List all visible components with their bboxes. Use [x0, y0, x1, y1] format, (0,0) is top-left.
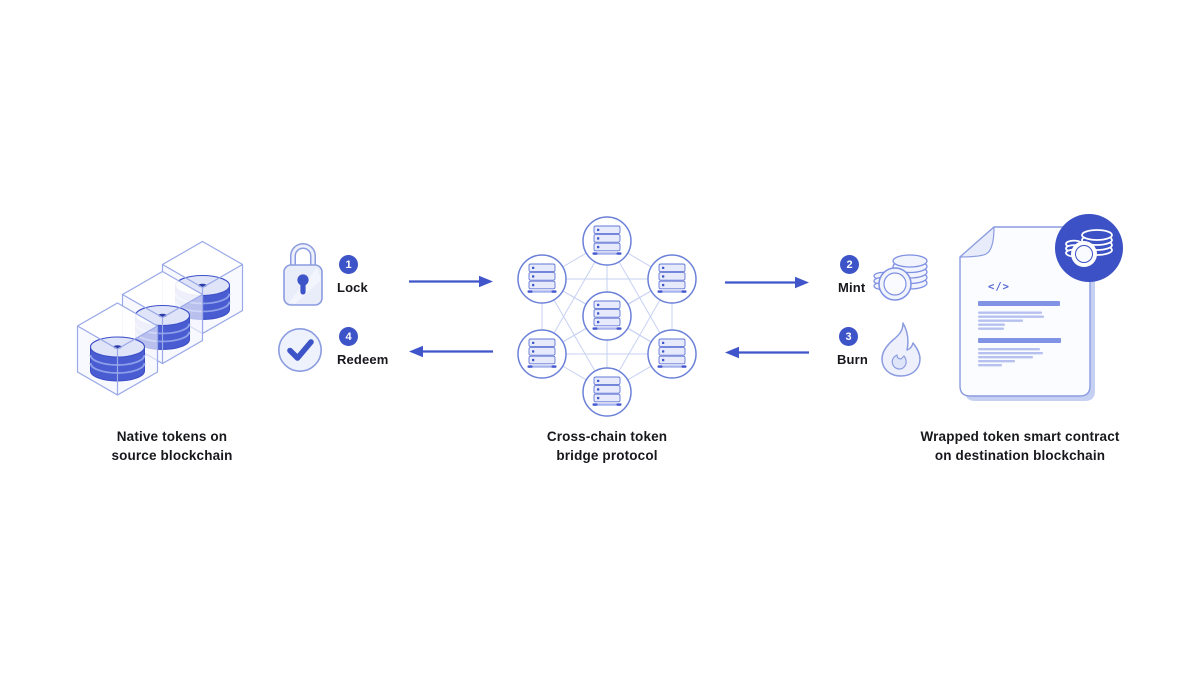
step-number-4: 4: [345, 330, 352, 343]
step-label-redeem: Redeem: [337, 352, 389, 367]
server-node-top: [582, 216, 632, 266]
step-label-mint: Mint: [838, 280, 866, 295]
caption-bridge-line1: Cross-chain token: [546, 429, 668, 444]
step-number-1: 1: [345, 258, 352, 271]
document-text-lines: [978, 301, 1061, 367]
arrow-burn-left-icon: [725, 346, 809, 359]
document-fold-corner: [959, 226, 995, 258]
step-label-lock: Lock: [337, 280, 368, 295]
step-redeem: 4 Redeem: [337, 327, 388, 367]
step-badge-4: 4: [339, 327, 358, 346]
step-badge-1: 1: [339, 255, 358, 274]
caption-bridge-line2: bridge protocol: [556, 447, 658, 463]
padlock-icon: [283, 243, 323, 306]
server-node-center: [582, 291, 632, 341]
step-label-burn: Burn: [837, 352, 868, 367]
caption-destination-line2: on destination blockchain: [934, 447, 1106, 463]
bridge-mesh-network-icon: [517, 216, 697, 417]
caption-source-line2: source blockchain: [111, 447, 233, 463]
step-mint: 2 Mint: [838, 255, 865, 295]
caption-destination-line1: Wrapped token smart contract: [920, 429, 1120, 444]
code-tag-glyph: </>: [988, 281, 1010, 293]
server-node-bottom-left: [517, 329, 567, 379]
checkmark-circle-icon: [277, 327, 323, 373]
step-badge-2: 2: [840, 255, 859, 274]
caption-destination: Wrapped token smart contract on destinat…: [895, 428, 1145, 465]
smart-contract-document-icon: [959, 214, 1123, 401]
server-node-bottom-right: [647, 329, 697, 379]
wrapped-token-coin-badge-icon: [1055, 214, 1123, 282]
arrow-redeem-left-icon: [409, 345, 493, 358]
burn-flame-icon: [881, 322, 921, 377]
caption-source-line1: Native tokens on: [116, 429, 228, 444]
step-number-2: 2: [846, 258, 853, 271]
step-number-3: 3: [845, 330, 852, 343]
server-node-top-right: [647, 254, 697, 304]
mint-coin-stack-icon: [873, 254, 928, 301]
server-node-top-left: [517, 254, 567, 304]
step-badge-3: 3: [839, 327, 858, 346]
caption-source: Native tokens on source blockchain: [72, 428, 272, 465]
step-burn: 3 Burn: [837, 327, 868, 367]
native-tokens-cubes-icon: [70, 238, 260, 398]
arrow-lock-right-icon: [409, 275, 493, 288]
caption-bridge: Cross-chain token bridge protocol: [507, 428, 707, 465]
server-node-bottom: [582, 367, 632, 417]
arrow-mint-right-icon: [725, 276, 809, 289]
step-lock: 1 Lock: [337, 255, 368, 295]
